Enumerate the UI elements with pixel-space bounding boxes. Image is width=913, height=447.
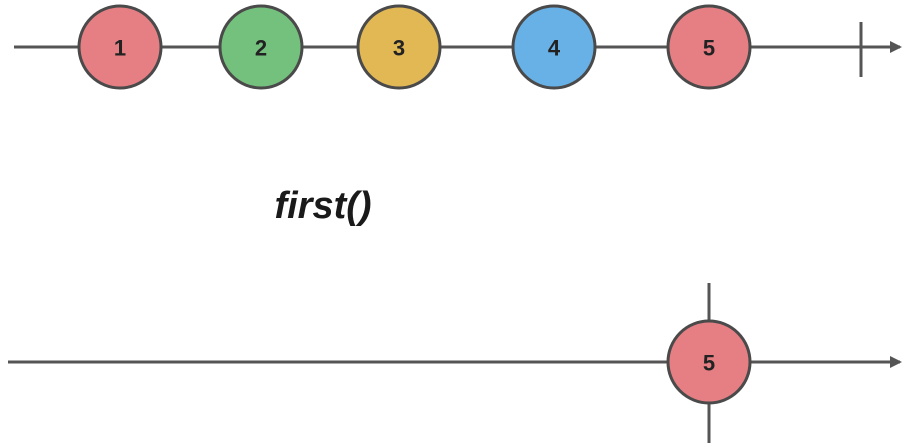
input-marble: 4 [511, 4, 597, 90]
output-marble-label: 5 [703, 351, 715, 376]
input-marble: 3 [356, 4, 442, 90]
input-marbles: 1 2 3 4 5 [77, 4, 752, 90]
input-marble-circle [356, 4, 442, 90]
input-marble: 1 [77, 4, 163, 90]
input-marble-label: 4 [548, 36, 561, 61]
output-marbles: 5 [666, 319, 752, 405]
input-timeline: 1 2 3 4 5 [14, 4, 902, 90]
input-marble-circle [77, 4, 163, 90]
input-marble-circle [666, 4, 752, 90]
input-marble-label: 5 [703, 36, 715, 61]
input-marble: 5 [666, 4, 752, 90]
output-marble: 5 [666, 319, 752, 405]
input-marble: 2 [218, 4, 304, 90]
output-marble-circle [666, 319, 752, 405]
operator-label: first() [274, 185, 371, 227]
input-marble-label: 3 [393, 36, 405, 61]
input-marble-label: 1 [114, 36, 126, 61]
input-marble-label: 2 [255, 36, 267, 61]
input-marble-circle [218, 4, 304, 90]
input-marble-circle [511, 4, 597, 90]
output-timeline: 5 [8, 283, 902, 443]
